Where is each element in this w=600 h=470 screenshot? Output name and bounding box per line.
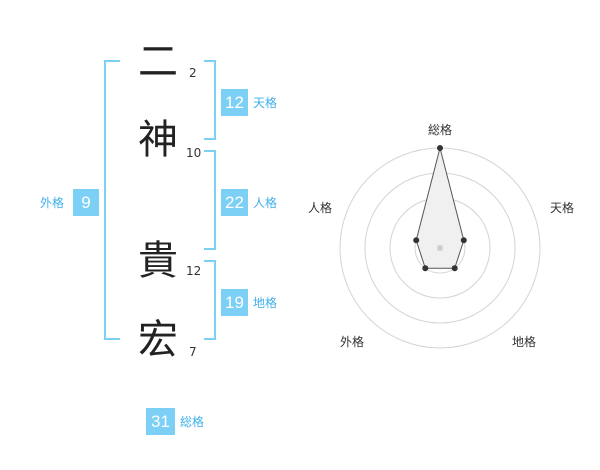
tenkaku-badge: 12 (221, 89, 248, 116)
radar-chart (339, 145, 541, 349)
radar-label-tenkaku: 天格 (549, 201, 574, 215)
jinkaku-label: 人格 (253, 196, 278, 210)
radar-area (415, 147, 465, 269)
radar-point-1 (460, 237, 467, 244)
chikaku-badge: 19 (221, 289, 248, 316)
soukaku-badge: 31 (146, 408, 175, 435)
gaikaku-label: 外格 (40, 196, 65, 210)
gaikaku-badge: 9 (73, 189, 99, 216)
name-char-2: 神 (138, 117, 178, 163)
name-char-3: 貴 (138, 238, 178, 284)
name-char-4: 宏 (138, 317, 178, 363)
chikaku-bracket (204, 260, 216, 340)
radar-label-jinkaku: 人格 (307, 201, 332, 215)
stroke-count-4: 7 (189, 345, 197, 359)
radar-label-soukaku: 総格 (427, 123, 452, 137)
radar-center-point (437, 245, 443, 251)
tenkaku-bracket (204, 60, 216, 140)
gaikaku-bracket (104, 60, 120, 340)
radar-point-0 (437, 145, 443, 151)
radar-label-gaikaku: 外格 (339, 335, 364, 349)
name-char-1: 二 (138, 39, 178, 85)
tenkaku-label: 天格 (253, 96, 278, 110)
soukaku-label: 総格 (180, 415, 205, 429)
stroke-count-1: 2 (189, 66, 197, 80)
jinkaku-badge: 22 (221, 189, 248, 216)
jinkaku-bracket (204, 150, 216, 250)
chikaku-label: 地格 (253, 296, 278, 310)
stroke-count-2: 10 (186, 146, 202, 160)
radar-point-4 (413, 237, 420, 244)
stroke-count-3: 12 (186, 264, 202, 278)
radar-point-3 (422, 265, 429, 272)
radar-label-chikaku: 地格 (511, 335, 536, 349)
radar-point-2 (451, 265, 458, 272)
